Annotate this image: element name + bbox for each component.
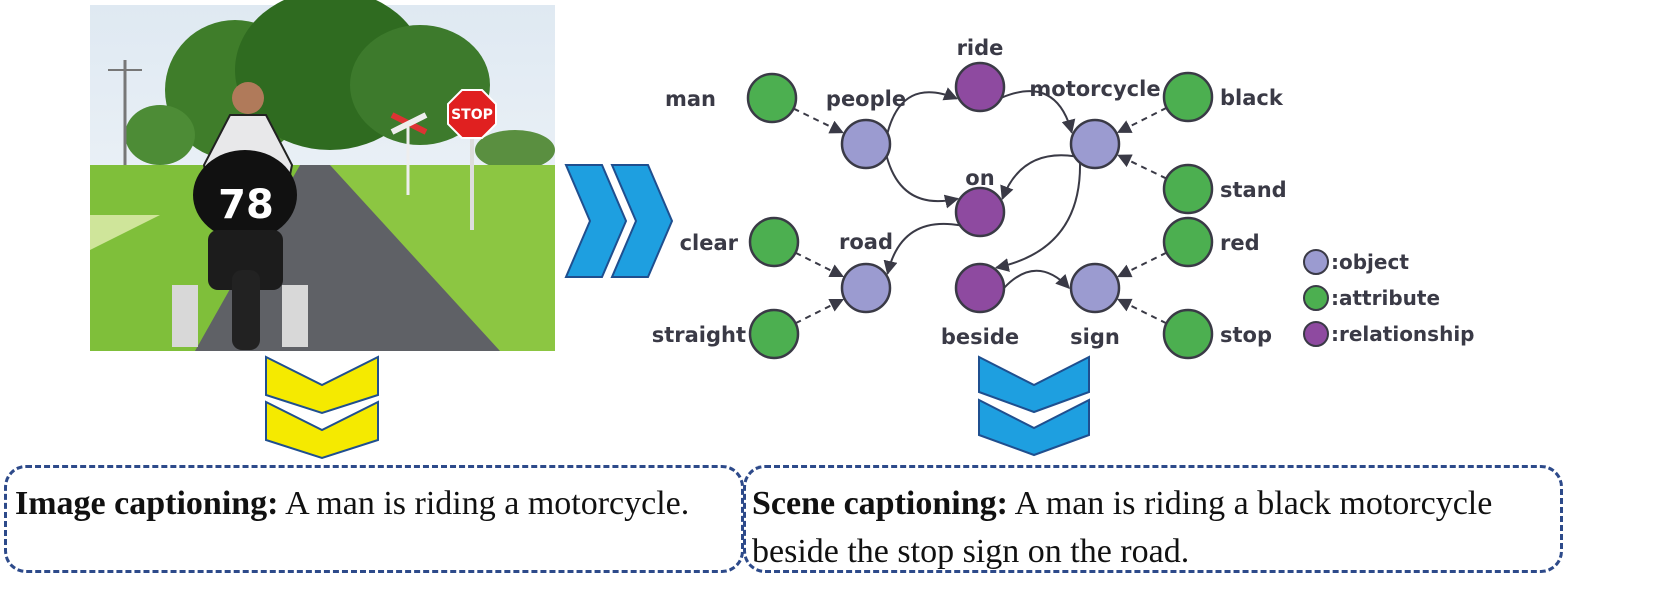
node-label-stand: stand: [1220, 178, 1287, 202]
edge-clear-to-road: [795, 251, 844, 278]
node-red: [1162, 216, 1214, 268]
edge-people-to-on: [885, 156, 960, 209]
image-caption-label: Image captioning:: [15, 485, 279, 522]
edge-man-to-people: [793, 107, 844, 134]
node-label-man: man: [665, 87, 716, 111]
node-on: [954, 186, 1006, 238]
edge-ride-to-motorcycle: [1001, 90, 1076, 134]
legend-label-attribute: :attribute: [1331, 286, 1440, 310]
yellow-down-chevrons-icon: [265, 355, 379, 460]
edge-red-to-sign: [1117, 251, 1167, 278]
node-beside: [954, 262, 1006, 314]
node-motorcycle: [1069, 118, 1121, 170]
node-sign: [1069, 262, 1121, 314]
node-clear: [748, 216, 800, 268]
node-label-sign: sign: [1070, 325, 1120, 349]
edge-motorcycle-to-on: [1000, 154, 1075, 201]
node-man: [746, 72, 798, 124]
node-label-red: red: [1220, 231, 1260, 255]
node-people: [840, 118, 892, 170]
node-label-on: on: [965, 166, 994, 190]
node-ride: [954, 61, 1006, 113]
legend: :object :attribute :relationship: [1303, 249, 1475, 347]
legend-swatch-object: [1303, 249, 1329, 275]
edge-motorcycle-to-beside: [994, 162, 1082, 272]
node-road: [840, 262, 892, 314]
input-photo: STOP 78: [90, 0, 555, 351]
scene-caption-box: Scene captioning: A man is riding a blac…: [743, 465, 1563, 573]
edge-stand-to-motorcycle: [1117, 154, 1167, 180]
node-label-stop: stop: [1220, 323, 1272, 347]
edge-black-to-motorcycle: [1116, 106, 1168, 134]
blue-right-chevrons-icon: [564, 164, 674, 278]
edge-stop-to-sign: [1117, 298, 1167, 325]
node-label-road: road: [839, 230, 893, 254]
node-label-straight: straight: [652, 323, 746, 347]
stop-sign: [447, 89, 497, 139]
legend-swatch-relationship: [1303, 321, 1329, 347]
node-label-motorcycle: motorcycle: [1029, 77, 1160, 101]
node-straight: [748, 308, 800, 360]
stop-sign-text: STOP: [451, 107, 493, 123]
legend-label-relationship: :relationship: [1331, 322, 1475, 346]
node-stand: [1162, 163, 1214, 215]
image-caption-text: A man is riding a motorcycle.: [278, 485, 690, 522]
scene-graph-edges: [793, 87, 1168, 325]
edge-people-to-ride: [886, 87, 959, 134]
node-label-people: people: [826, 87, 906, 111]
race-number: 78: [218, 182, 274, 228]
node-label-ride: ride: [957, 36, 1004, 60]
legend-label-object: :object: [1331, 250, 1409, 274]
scene-graph-nodes: man people ride motorcycle black on stand clear…: [652, 36, 1287, 360]
scene-caption-label: Scene captioning:: [752, 485, 1008, 522]
legend-swatch-attribute: [1303, 285, 1329, 311]
node-label-beside: beside: [941, 325, 1019, 349]
edge-on-to-road: [883, 222, 961, 275]
image-caption-box: Image captioning: A man is riding a moto…: [4, 465, 744, 573]
node-stop: [1162, 308, 1214, 360]
node-label-clear: clear: [680, 231, 739, 255]
node-label-black: black: [1220, 86, 1284, 110]
blue-down-chevrons-icon: [978, 355, 1090, 457]
edge-straight-to-road: [795, 298, 844, 325]
scene-caption-text: A man is riding a black motorcycle besid…: [752, 485, 1493, 570]
node-black: [1162, 71, 1214, 123]
edge-beside-to-sign: [1003, 269, 1070, 290]
